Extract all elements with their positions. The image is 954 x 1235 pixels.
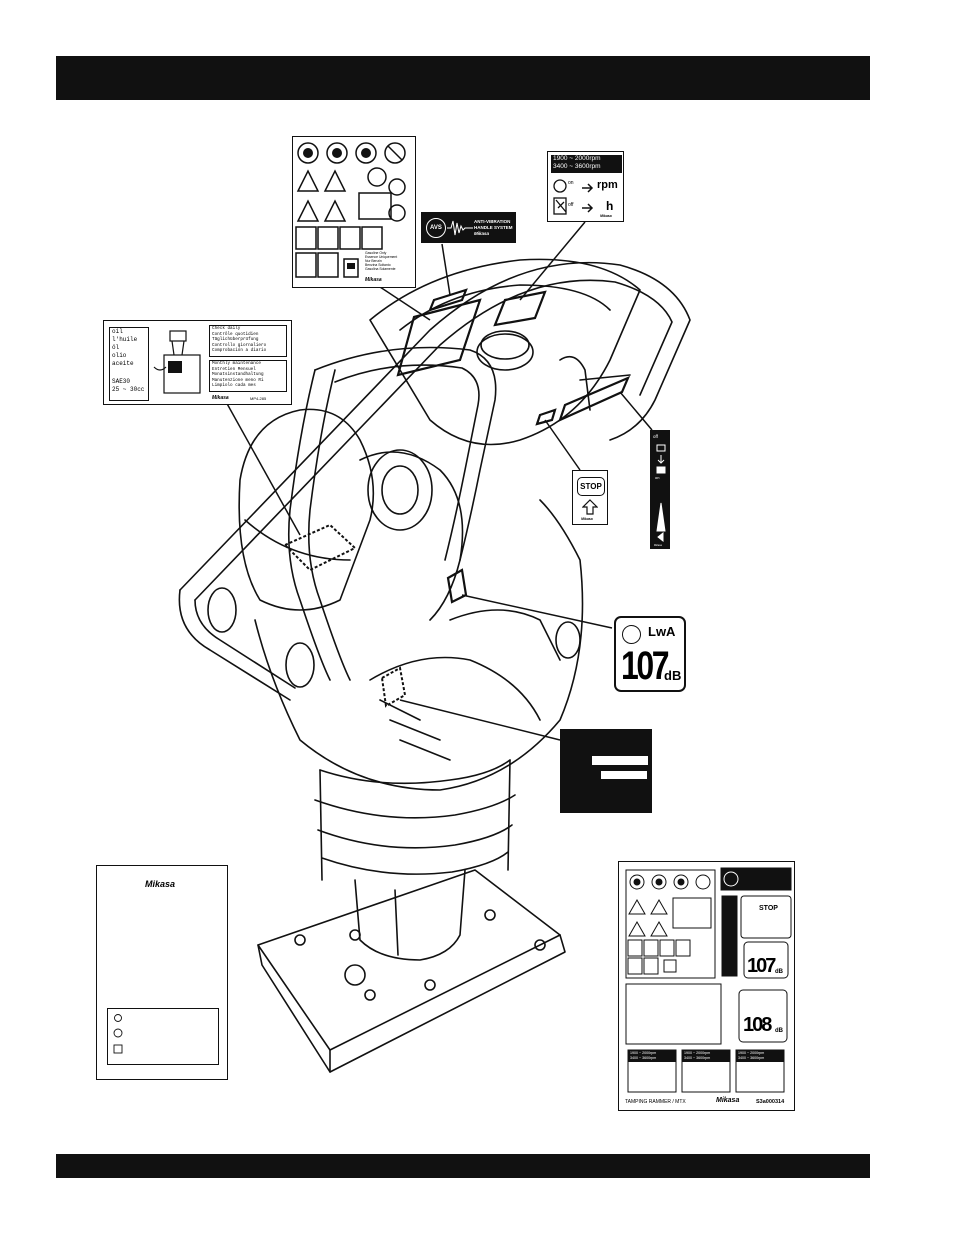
sheet-rpm-full: 3400 ~ 3600rpm	[684, 1056, 711, 1060]
on-text: on	[568, 180, 574, 186]
safety-pictograms	[295, 142, 406, 278]
daily-line: Comprobación a diario	[212, 348, 267, 354]
brand-logo: Mikasa	[654, 544, 662, 547]
sheet-db2-unit: dB	[775, 1028, 783, 1034]
sheet-rpm-1: 1900 ~ 2000rpm 3400 ~ 3600rpm	[630, 1051, 676, 1061]
manual-icons	[113, 1014, 123, 1054]
monthly-maintenance-box: Monthly maintenance Entretien Mensuel Mo…	[209, 360, 287, 392]
brand-logo: Mikasa	[600, 214, 612, 218]
label-code: MP4-285	[250, 396, 267, 401]
rpm-full: 3400 ~ 3600rpm	[553, 163, 601, 170]
rpm-text: rpm	[597, 179, 618, 191]
sheet-rpm-full: 3400 ~ 3600rpm	[630, 1056, 657, 1060]
sheet-rpm-idle: 1900 ~ 2000rpm	[684, 1051, 711, 1055]
rpm-idle: 1900 ~ 2000rpm	[553, 155, 601, 162]
safety-pictogram-label: Gasoline Only Essence Uniquement Nur Ben…	[292, 136, 416, 288]
oil-word: l'huile	[112, 336, 138, 343]
oil-word: aceite	[112, 360, 134, 367]
sheet-db2-value: 108	[743, 1014, 772, 1036]
rpm-range-box: 1900 ~ 2000rpm 3400 ~ 3600rpm	[551, 155, 622, 173]
fuel-text: Gasoline Only Essence Uniquement Nur Ben…	[365, 251, 413, 271]
daily-check-box: Check daily Contrôle quotidien Täglichüb…	[209, 325, 287, 357]
monthly-line: Monthly maintenance	[212, 361, 261, 366]
sheet-rpm-full: 3400 ~ 3600rpm	[738, 1056, 765, 1060]
sheet-db1-value: 107	[747, 955, 776, 977]
oil-grade: SAE30	[112, 378, 131, 385]
stop-label: STOP Mikasa	[572, 470, 608, 525]
lwa-text: LwA	[648, 624, 676, 639]
sheet-rpm-idle: 1900 ~ 2000rpm	[630, 1051, 657, 1055]
fuel-text-line: Nur Benzin	[365, 259, 382, 263]
fuel-text-line: Essence Uniquement	[365, 255, 398, 259]
rpm-operation-icons	[553, 179, 594, 215]
fuel-text-line: Benzina Soltanto	[365, 263, 391, 267]
sheet-rpm-idle: 1900 ~ 2000rpm	[738, 1051, 765, 1055]
daily-line: Check daily	[212, 326, 241, 331]
daily-line: Contrôle quotidien	[212, 331, 259, 337]
oil-label: oil l'huile öl olio aceite SAE30 25 ~ 30…	[103, 320, 292, 405]
oil-word: oil	[112, 328, 123, 335]
monthly-line: Limpiolo cada mes	[212, 383, 256, 389]
off-text: off	[568, 202, 574, 208]
sheet-footer-text: TAMPING RAMMER / MTX	[625, 1099, 686, 1105]
off-text: off	[653, 434, 658, 439]
fuel-text-line: Gasoline Only	[365, 251, 387, 255]
monthly-line: Entretien Mensuel	[212, 366, 256, 372]
on-text: on	[655, 475, 660, 480]
brand-logo: Mikasa	[212, 395, 229, 401]
oil-amount: 25 ~ 30cc	[112, 386, 145, 393]
avs-text: ANTI-VIBRATION HANDLE SYSTEM Mikasa	[474, 219, 513, 237]
manual-card: Mikasa	[96, 865, 228, 1080]
switch-icons	[656, 444, 666, 543]
footer-bar	[56, 1154, 870, 1178]
brand-logo: Mikasa	[474, 231, 490, 236]
sheet-rpm-2: 1900 ~ 2000rpm 3400 ~ 3600rpm	[684, 1051, 730, 1061]
monthly-line: Manutenzione meno Ri	[212, 377, 264, 383]
stop-sign: STOP	[577, 477, 605, 496]
manual-icons-box	[107, 1008, 219, 1065]
oil-word: olio	[112, 352, 127, 359]
noise-level-label: LwA 107 dB	[614, 616, 686, 692]
sheet-rpm-3: 1900 ~ 2000rpm 3400 ~ 3600rpm	[738, 1051, 784, 1061]
sheet-db1-unit: dB	[775, 969, 783, 975]
oil-words-box: oil l'huile öl olio aceite SAE30 25 ~ 30…	[109, 327, 149, 401]
brand-logo: Mikasa	[365, 277, 382, 283]
white-stripe-1	[592, 756, 648, 765]
fuel-text-line: Gasolina Solamente	[365, 267, 396, 271]
switch-label: off on Mikasa	[650, 430, 670, 549]
decal-sheet: STOP 107 dB 108 dB 1900 ~ 2000rpm 3400 ~…	[618, 861, 795, 1111]
hours-text: h	[606, 199, 614, 213]
sheet-stop-text: STOP	[759, 905, 778, 912]
db-value: 107	[621, 644, 670, 688]
arrow-up-icon	[582, 499, 598, 515]
sheet-code: S3a000314	[756, 1099, 785, 1105]
oil-word: öl	[112, 344, 120, 351]
avs-line2: HANDLE SYSTEM	[474, 225, 513, 230]
black-warning-label	[560, 729, 652, 813]
daily-line: Controllo giornaliero	[212, 342, 267, 348]
brand-logo: Mikasa	[145, 879, 176, 889]
daily-line: Täglichüberprüfung	[212, 337, 259, 343]
rpm-label: 1900 ~ 2000rpm 3400 ~ 3600rpm on off rpm…	[547, 151, 624, 222]
brand-logo: Mikasa	[716, 1097, 740, 1104]
engine-oil-icon	[153, 330, 201, 394]
header-bar	[56, 56, 870, 100]
avs-label: AVS ANTI-VIBRATION HANDLE SYSTEM Mikasa	[421, 212, 516, 243]
brand-logo: Mikasa	[581, 517, 593, 521]
monthly-line: Monatsinstandhaltung	[212, 372, 264, 378]
ear-protection-icon	[622, 625, 641, 644]
decal-sheet-drawing	[625, 867, 792, 1093]
avs-logo: AVS	[426, 218, 446, 238]
avs-line1: ANTI-VIBRATION	[474, 219, 511, 224]
db-unit: dB	[664, 668, 682, 683]
vibration-wave-icon	[447, 220, 473, 236]
white-stripe-2	[601, 771, 647, 779]
